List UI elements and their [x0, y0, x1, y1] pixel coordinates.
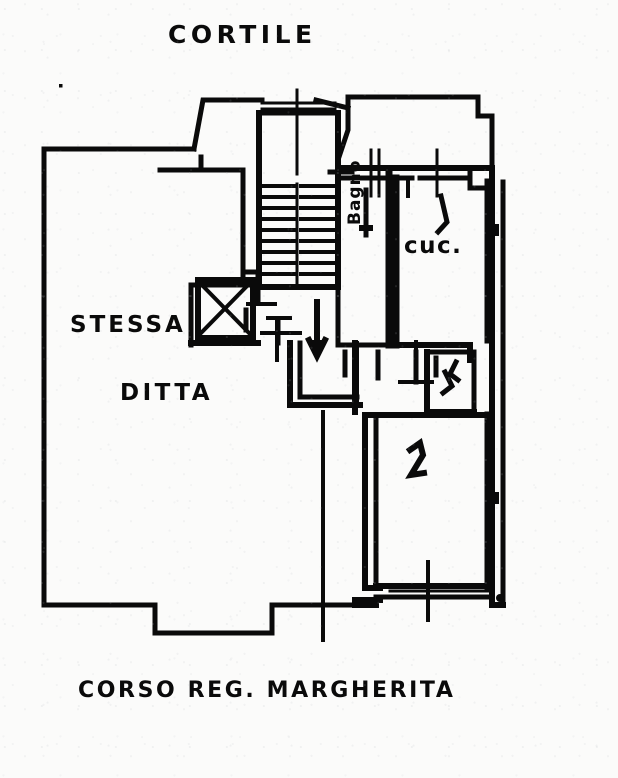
elevator-shaft — [188, 269, 277, 346]
label-ditta: DITTA — [120, 380, 214, 406]
upper-partition-band — [327, 148, 495, 198]
label-stessa: STESSA — [70, 312, 186, 338]
arrow-down-icon — [304, 299, 330, 363]
label-cortile: CORTILE — [168, 20, 317, 49]
stairwell — [256, 88, 341, 290]
label-kitchen: cuc. — [404, 233, 463, 259]
door-jambs — [266, 176, 418, 642]
outer-walls — [41, 146, 358, 636]
right-exterior-wall — [489, 169, 506, 608]
label-corso-reg-margherita: CORSO REG. MARGHERITA — [78, 678, 456, 703]
stair-treads-left — [260, 184, 296, 276]
stair-treads-right — [299, 184, 337, 276]
wc-walls — [398, 349, 477, 415]
lower-right-room-walls — [352, 411, 504, 622]
ink-speck — [59, 84, 63, 88]
corridor-walls — [260, 317, 363, 415]
label-bathroom: Bagno — [345, 159, 365, 225]
